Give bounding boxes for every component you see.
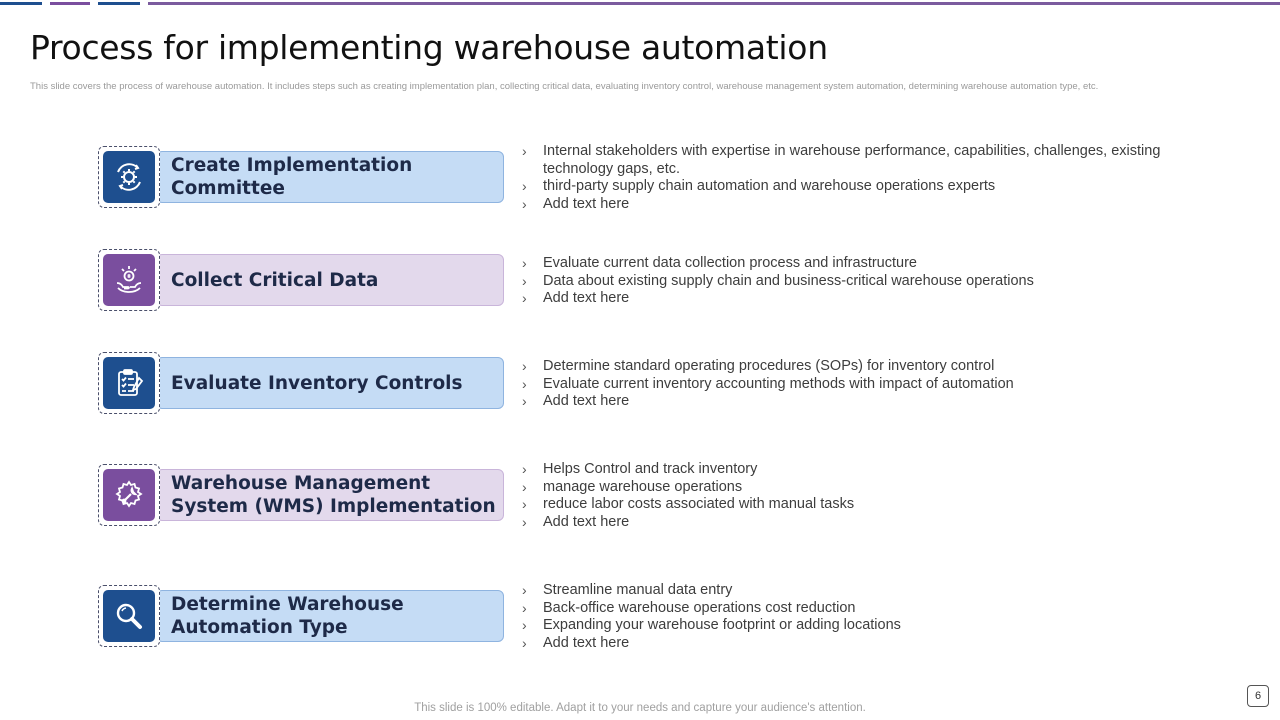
top-accent-bar-1 bbox=[0, 2, 42, 5]
step-label: Evaluate Inventory Controls bbox=[156, 357, 504, 409]
step-icon-frame bbox=[98, 585, 160, 647]
clipboard-checklist-icon bbox=[118, 369, 144, 396]
step-evaluate-inventory-controls: Evaluate Inventory Controls bbox=[98, 352, 506, 416]
step-4-bullet-list: ›Helps Control and track inventory ›mana… bbox=[522, 461, 1202, 531]
step-determine-warehouse-automation-type: Determine Warehouse Automation Type bbox=[98, 585, 506, 649]
step-create-implementation-committee: Create Implementation Committee bbox=[98, 146, 506, 210]
list-item: ›Add text here bbox=[522, 393, 630, 410]
chevron-right-icon: › bbox=[522, 290, 527, 307]
step-3-bullet-list: ›Determine standard operating procedures… bbox=[522, 358, 1202, 411]
list-item: ›Add text here bbox=[522, 634, 630, 651]
chevron-right-icon: › bbox=[522, 634, 527, 651]
step-icon-box bbox=[103, 357, 155, 409]
step-warehouse-management-system: Warehouse Management System (WMS) Implem… bbox=[98, 464, 506, 528]
top-accent-bar-2 bbox=[50, 2, 90, 5]
step-label: Warehouse Management System (WMS) Implem… bbox=[156, 469, 504, 521]
page-title: Process for implementing warehouse autom… bbox=[30, 28, 828, 67]
list-item: ›Add text here bbox=[522, 195, 630, 212]
step-icon-box bbox=[103, 254, 155, 306]
list-item: ›Add text here bbox=[522, 290, 630, 307]
list-item: ›Data about existing supply chain and bu… bbox=[522, 272, 1034, 289]
chevron-right-icon: › bbox=[522, 582, 527, 598]
step-label: Determine Warehouse Automation Type bbox=[156, 590, 504, 642]
step-5-bullet-list: ›Streamline manual data entry ›Back-offi… bbox=[522, 582, 1202, 652]
step-icon-frame bbox=[98, 464, 160, 526]
chevron-right-icon: › bbox=[522, 496, 527, 513]
step-2-bullet-list: ›Evaluate current data collection proces… bbox=[522, 255, 1202, 308]
list-item: ›manage warehouse operations bbox=[522, 478, 743, 495]
step-label: Create Implementation Committee bbox=[156, 151, 504, 203]
chevron-right-icon: › bbox=[522, 599, 527, 616]
hand-coin-icon bbox=[116, 266, 142, 293]
page-subtitle: This slide covers the process of warehou… bbox=[30, 81, 1099, 92]
list-item: ›reduce labor costs associated with manu… bbox=[522, 496, 855, 513]
step-label: Collect Critical Data bbox=[156, 254, 504, 306]
list-item: ›Evaluate current data collection proces… bbox=[522, 255, 917, 271]
chevron-right-icon: › bbox=[522, 461, 527, 477]
chevron-right-icon: › bbox=[522, 375, 527, 392]
footer-note: This slide is 100% editable. Adapt it to… bbox=[414, 702, 866, 714]
list-item: ›Expanding your warehouse footprint or a… bbox=[522, 617, 901, 634]
chevron-right-icon: › bbox=[522, 478, 527, 495]
step-icon-frame bbox=[98, 352, 160, 414]
magnifier-icon bbox=[116, 603, 142, 629]
chevron-right-icon: › bbox=[522, 178, 527, 195]
top-accent-bar-3 bbox=[98, 2, 140, 5]
list-item: ›Helps Control and track inventory bbox=[522, 461, 758, 477]
step-icon-frame bbox=[98, 249, 160, 311]
chevron-right-icon: › bbox=[522, 255, 527, 271]
step-collect-critical-data: Collect Critical Data bbox=[98, 249, 506, 313]
page-number: 6 bbox=[1247, 685, 1269, 707]
list-item: ›Evaluate current inventory accounting m… bbox=[522, 375, 1014, 392]
list-item: ›Back-office warehouse operations cost r… bbox=[522, 599, 856, 616]
chevron-right-icon: › bbox=[522, 393, 527, 410]
chevron-right-icon: › bbox=[522, 195, 527, 212]
chevron-right-icon: › bbox=[522, 272, 527, 289]
chevron-right-icon: › bbox=[522, 513, 527, 530]
top-accent-line bbox=[148, 2, 1280, 5]
list-item: ›Streamline manual data entry bbox=[522, 582, 733, 598]
list-item: ›Internal stakeholders with expertise in… bbox=[522, 143, 1161, 177]
step-icon-box bbox=[103, 151, 155, 203]
step-icon-box bbox=[103, 590, 155, 642]
step-icon-box bbox=[103, 469, 155, 521]
chevron-right-icon: › bbox=[522, 617, 527, 634]
step-1-bullet-list: ›Internal stakeholders with expertise in… bbox=[522, 143, 1202, 213]
chevron-right-icon: › bbox=[522, 358, 527, 374]
list-item: ›third-party supply chain automation and… bbox=[522, 178, 996, 195]
list-item: ›Determine standard operating procedures… bbox=[522, 358, 995, 374]
gear-cycle-icon bbox=[117, 163, 141, 191]
chevron-right-icon: › bbox=[522, 143, 527, 159]
gear-wrench-icon bbox=[115, 480, 143, 508]
list-item: ›Add text here bbox=[522, 513, 630, 530]
step-icon-frame bbox=[98, 146, 160, 208]
